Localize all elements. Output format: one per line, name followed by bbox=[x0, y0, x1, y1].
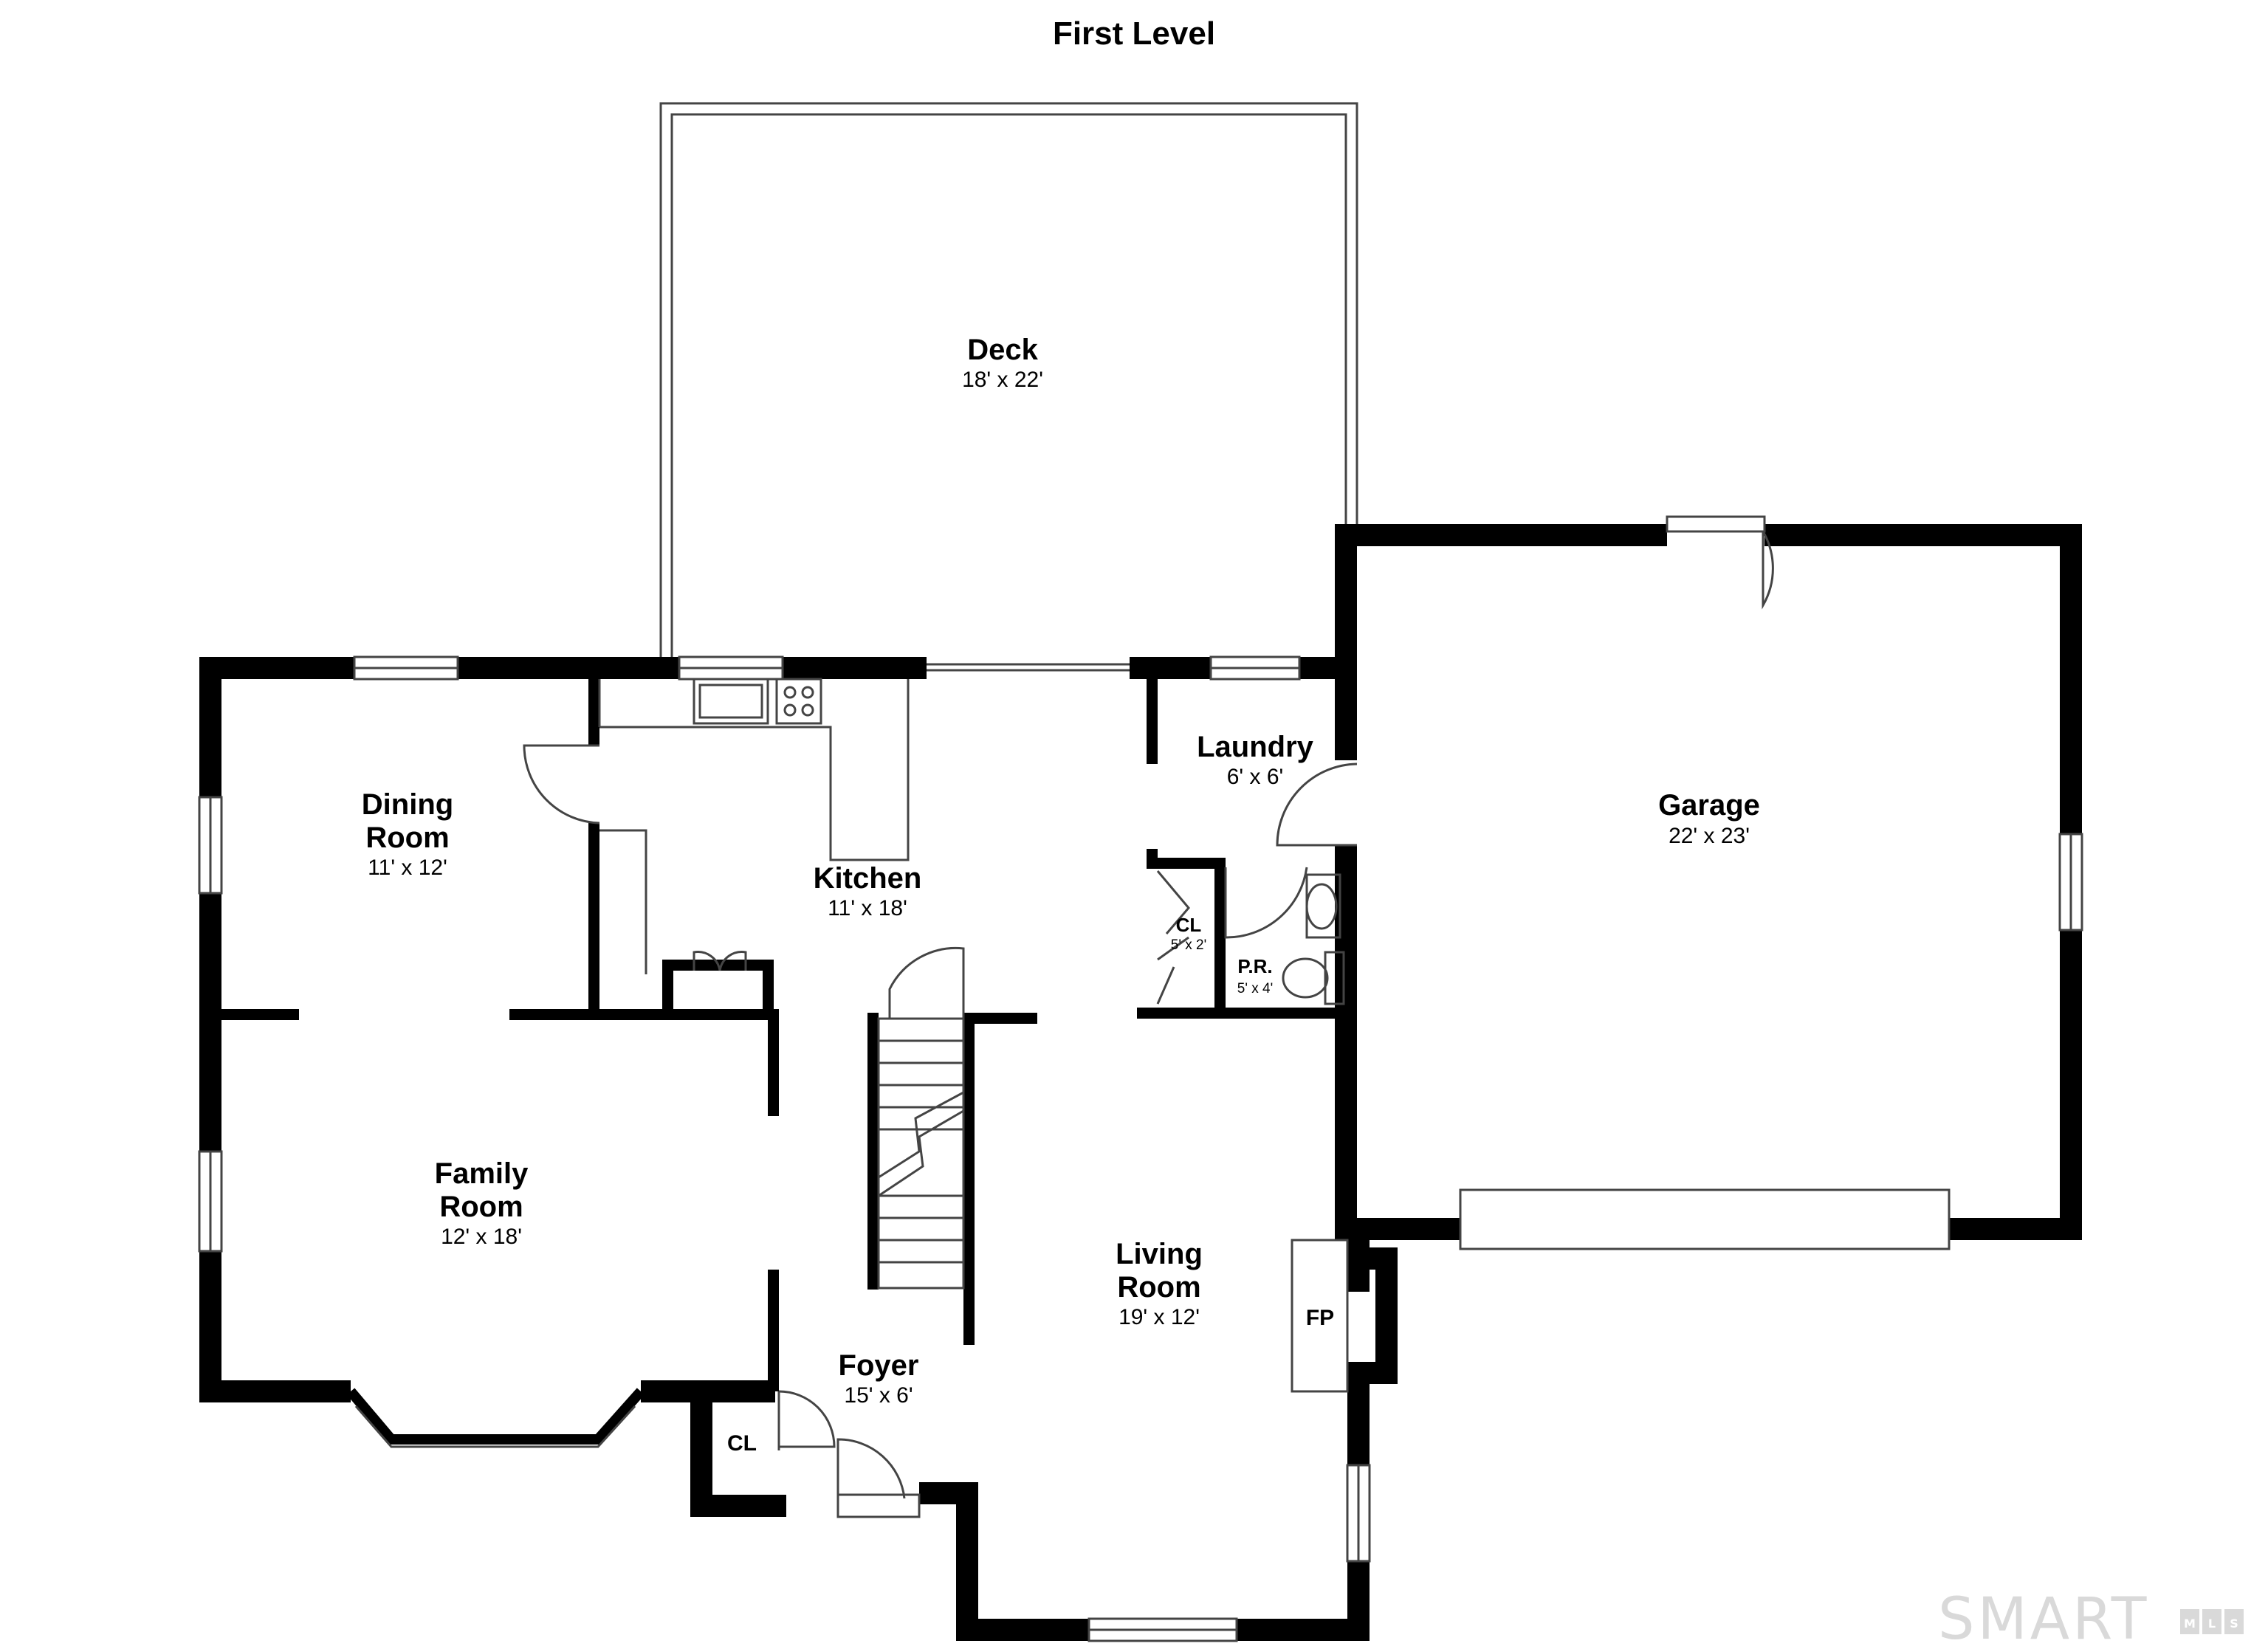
family-name-line1: Family bbox=[435, 1157, 529, 1190]
deck-dim: 18' x 22' bbox=[962, 368, 1043, 392]
family-name-line2: Room bbox=[439, 1191, 523, 1223]
garage-dim: 22' x 23' bbox=[1669, 824, 1750, 848]
deck-name: Deck bbox=[967, 334, 1038, 366]
kitchen-dim: 11' x 18' bbox=[828, 896, 907, 920]
closet-upper-dim: 5' x 2' bbox=[1171, 937, 1206, 953]
laundry-name: Laundry bbox=[1197, 731, 1314, 763]
watermark-badge-s: S bbox=[2230, 1617, 2238, 1631]
stairs bbox=[877, 946, 965, 1290]
living-name-line1: Living bbox=[1116, 1238, 1203, 1270]
plan-title: First Level bbox=[1053, 16, 1215, 52]
foyer-dim: 15' x 6' bbox=[844, 1383, 913, 1408]
kitchen-name: Kitchen bbox=[814, 862, 922, 895]
bay-window-glass bbox=[354, 1405, 636, 1448]
watermark-text: SMART bbox=[1938, 1586, 2149, 1649]
laundry-dim: 6' x 6' bbox=[1227, 765, 1284, 789]
powder-room-dim: 5' x 4' bbox=[1237, 981, 1273, 996]
door-swings bbox=[523, 530, 1774, 1499]
closet-upper-name: CL bbox=[1176, 914, 1202, 936]
bay-window bbox=[346, 1388, 645, 1445]
interior-walls bbox=[218, 668, 1344, 1391]
living-dim: 19' x 12' bbox=[1118, 1305, 1200, 1329]
deck-outline bbox=[659, 102, 1358, 661]
powder-room-name: P.R. bbox=[1237, 955, 1272, 977]
foyer-name: Foyer bbox=[839, 1349, 919, 1382]
garage-name: Garage bbox=[1658, 789, 1760, 822]
watermark-badge-l: L bbox=[2208, 1617, 2216, 1631]
dining-name-line1: Dining bbox=[362, 788, 453, 821]
windows bbox=[198, 515, 2083, 1642]
room-labels: Deck 18' x 22' Garage 22' x 23' Laundry … bbox=[362, 334, 1760, 1456]
fireplace bbox=[1291, 1239, 1349, 1393]
powder-room-fixtures bbox=[1282, 873, 1345, 1005]
dining-dim: 11' x 12' bbox=[368, 856, 447, 880]
living-name-line2: Room bbox=[1117, 1271, 1200, 1304]
sliding-door bbox=[927, 663, 1130, 672]
pantry-doors bbox=[693, 951, 747, 971]
family-dim: 12' x 18' bbox=[441, 1225, 522, 1249]
closet-lower-name: CL bbox=[727, 1431, 757, 1456]
watermark-badge-m: M bbox=[2184, 1617, 2196, 1631]
smart-mls-watermark: SMART M L S bbox=[1938, 1586, 2244, 1649]
exterior-walls bbox=[199, 524, 2082, 1641]
dining-name-line2: Room bbox=[365, 822, 449, 854]
kitchen-counters bbox=[598, 678, 910, 974]
fireplace-label: FP bbox=[1306, 1306, 1334, 1330]
